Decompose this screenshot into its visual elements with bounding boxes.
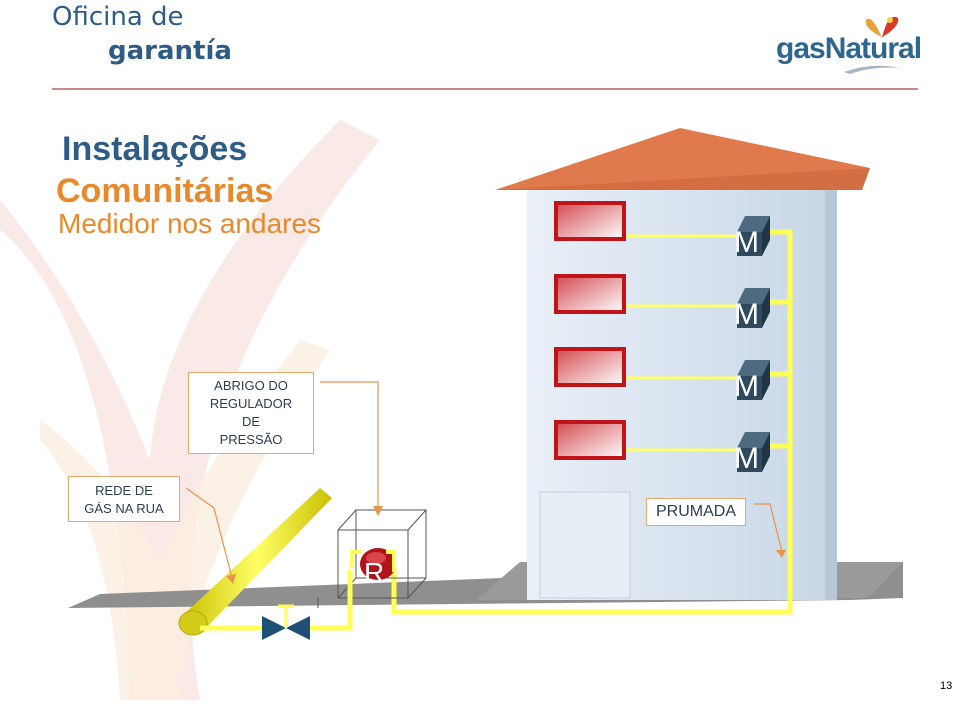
butterfly-logo-icon: [865, 16, 899, 38]
service-pipe: [200, 570, 353, 631]
logo-swoosh-icon: [844, 65, 900, 74]
slide-title: Instalações: [62, 130, 248, 168]
street-network-label: REDE DE GÁS NA RUA: [68, 476, 180, 522]
regulator-icon: [350, 548, 396, 580]
street-gas-main: [178, 488, 332, 636]
valve-icon: [262, 604, 310, 640]
regulator-label: R: [364, 557, 385, 588]
brand-title-line1: Oficina de: [52, 2, 184, 32]
meter-icon: [737, 216, 770, 472]
label-line: REDE DE: [95, 483, 153, 498]
brand-title-line2: garantía: [108, 36, 232, 66]
riser-label: PRUMADA: [646, 498, 746, 526]
meter-label-2: M: [734, 298, 759, 331]
page-number: 13: [940, 680, 953, 692]
label-line: ABRIGO DO: [214, 378, 288, 393]
regulator-shelter: [337, 509, 427, 599]
callout-arrows: [185, 381, 783, 579]
meter-label-3: M: [734, 370, 759, 403]
meter-label-4: M: [734, 442, 759, 475]
label-line: PRESSÃO: [219, 432, 283, 447]
gas-natural-logo: gasNatural: [776, 32, 922, 65]
slide-subtitle: Comunitárias: [56, 172, 274, 210]
label-line: REGULADOR: [209, 396, 293, 411]
regulator-shelter-label: ABRIGO DO REGULADOR DE PRESSÃO: [188, 372, 314, 454]
riser-pipe: [391, 229, 793, 615]
building-windows: [554, 201, 626, 460]
meter-label-1: M: [734, 226, 759, 259]
slide-section: Medidor nos andares: [58, 208, 322, 239]
supply-lines: [626, 234, 737, 452]
building-door: [539, 491, 631, 599]
label-line: GÁS NA RUA: [84, 501, 164, 516]
header-divider: [52, 88, 918, 90]
label-line: DE: [241, 414, 261, 429]
